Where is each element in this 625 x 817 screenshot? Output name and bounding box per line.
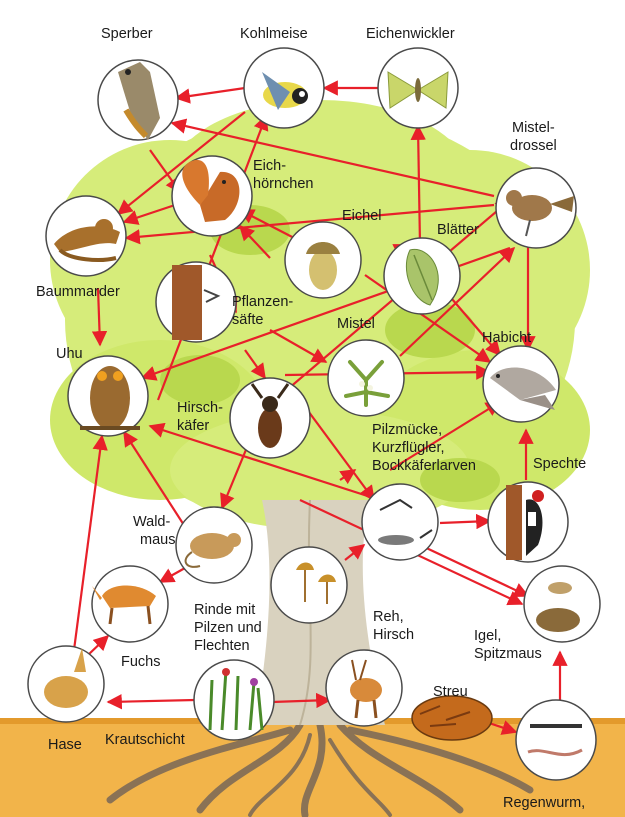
label-waldmaus-1: Wald- — [133, 514, 170, 531]
label-eichhoernchen-1: Eich- — [253, 158, 286, 175]
label-habicht: Habicht — [482, 330, 531, 347]
node-igel[interactable] — [524, 566, 600, 642]
label-hirschkaefer-1: Hirsch- — [177, 400, 223, 417]
node-mistel[interactable] — [328, 340, 404, 416]
node-streu[interactable] — [412, 696, 492, 740]
node-kohlmeise[interactable] — [244, 48, 324, 128]
node-hirschkaefer[interactable] — [230, 378, 310, 458]
label-hirschkaefer-2: käfer — [177, 418, 209, 435]
label-waldmaus-2: maus — [140, 532, 175, 549]
label-pilzmuecke-3: Bockkäferlarven — [372, 458, 476, 475]
label-baummarder: Baummarder — [36, 284, 120, 301]
label-eichhoernchen-2: hörnchen — [253, 176, 313, 193]
label-hase: Hase — [48, 737, 82, 754]
label-fuchs: Fuchs — [121, 654, 161, 671]
node-hase[interactable] — [28, 646, 104, 722]
node-reh[interactable] — [326, 650, 402, 726]
label-streu: Streu — [433, 684, 468, 701]
node-waldmaus[interactable] — [176, 507, 252, 583]
label-reh-1: Reh, — [373, 609, 404, 626]
label-igel-1: Igel, — [474, 628, 501, 645]
label-sperber: Sperber — [101, 26, 153, 43]
label-pilzmuecke-1: Pilzmücke, — [372, 422, 442, 439]
label-blaetter: Blätter — [437, 222, 479, 239]
label-reh-2: Hirsch — [373, 627, 414, 644]
label-igel-2: Spitzmaus — [474, 646, 542, 663]
node-uhu[interactable] — [68, 356, 148, 436]
label-eichel: Eichel — [342, 208, 382, 225]
label-eichenwickler: Eichenwickler — [366, 26, 455, 43]
label-misteldrossel-2: drossel — [510, 138, 557, 155]
node-pilzmuecke[interactable] — [362, 484, 438, 560]
node-spechte[interactable] — [488, 482, 568, 562]
label-pilzmuecke-2: Kurzflügler, — [372, 440, 445, 457]
label-pflanzensaefte-2: säfte — [232, 312, 263, 329]
node-blaetter[interactable] — [384, 238, 460, 314]
node-eichel[interactable] — [285, 222, 361, 298]
label-spechte: Spechte — [533, 456, 586, 473]
node-baummarder[interactable] — [46, 196, 126, 276]
label-krautschicht: Krautschicht — [105, 732, 185, 749]
node-fuchs[interactable] — [92, 566, 168, 642]
label-rinde-3: Flechten — [194, 638, 250, 655]
node-eichenwickler[interactable] — [378, 48, 458, 128]
node-eichhoernchen[interactable] — [172, 156, 252, 236]
node-misteldrossel[interactable] — [496, 168, 576, 248]
label-rinde-2: Pilzen und — [194, 620, 262, 637]
label-regenwurm: Regenwurm, — [503, 795, 585, 812]
node-krautschicht[interactable] — [194, 660, 274, 740]
label-kohlmeise: Kohlmeise — [240, 26, 308, 43]
label-mistel: Mistel — [337, 316, 375, 333]
node-regenwurm[interactable] — [516, 700, 596, 780]
label-pflanzensaefte-1: Pflanzen- — [232, 294, 293, 311]
label-misteldrossel-1: Mistel- — [512, 120, 555, 137]
node-habicht[interactable] — [483, 346, 559, 422]
node-sperber[interactable] — [98, 60, 178, 140]
label-uhu: Uhu — [56, 346, 83, 363]
node-pflanzensaefte[interactable] — [156, 262, 236, 342]
node-rinde[interactable] — [271, 547, 347, 623]
label-rinde-1: Rinde mit — [194, 602, 255, 619]
